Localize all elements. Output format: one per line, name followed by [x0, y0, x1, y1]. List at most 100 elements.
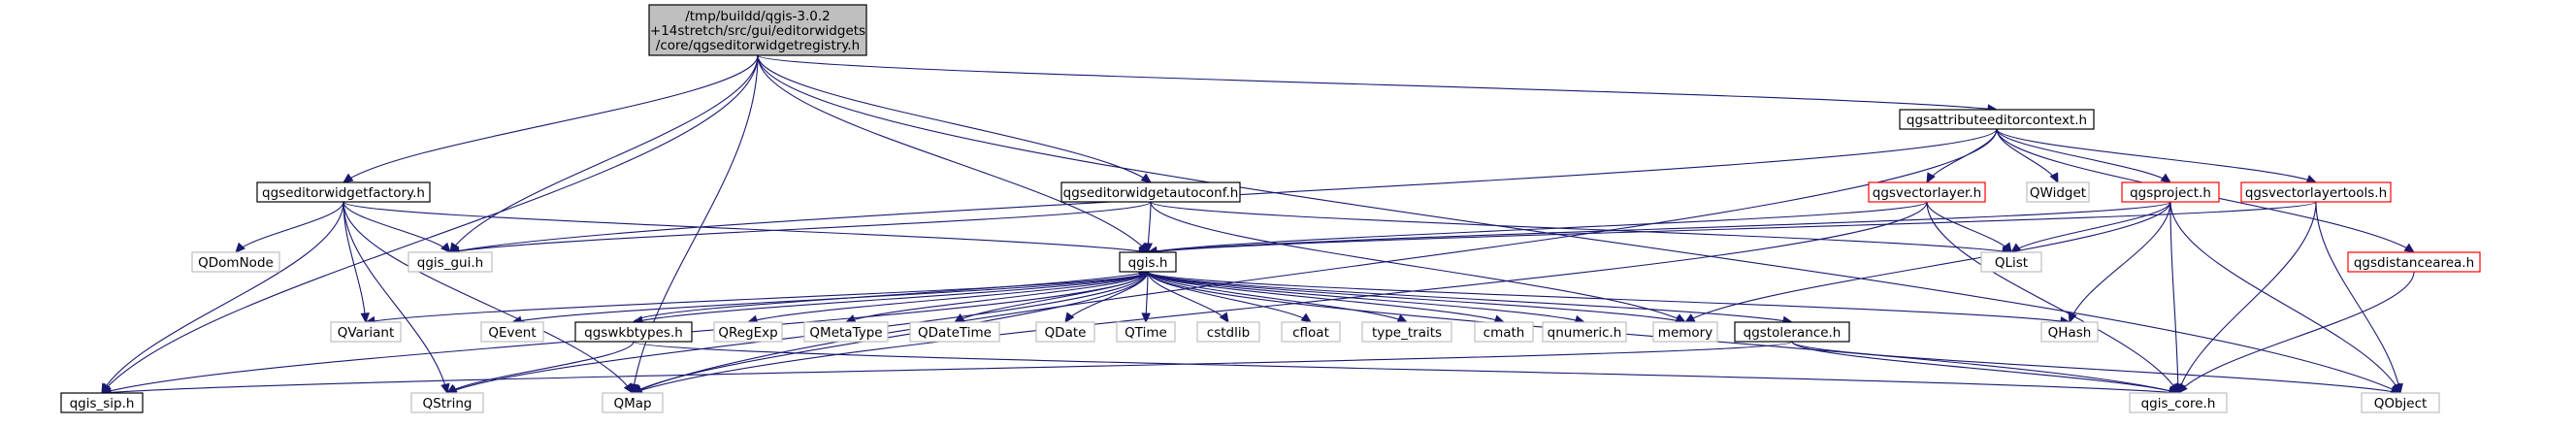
arrowhead-qgseditorwidgetautoconf-to-qgis: [1143, 243, 1154, 254]
node-qlist[interactable]: QList: [1980, 251, 2042, 273]
node-label-qgsdistancearea: qgsdistancearea.h: [2354, 255, 2474, 271]
node-qgis[interactable]: qgis.h: [1119, 251, 1177, 273]
edge-qgsproject-to-qgis_core: [2169, 201, 2179, 394]
node-qgseditorwidgetautoconf[interactable]: qgseditorwidgetautoconf.h: [1060, 181, 1241, 203]
node-label-qdatetime: QDateTime: [918, 325, 992, 341]
node-cmath[interactable]: cmath: [1474, 321, 1534, 343]
node-cfloat[interactable]: cfloat: [1281, 321, 1341, 343]
node-qdatetime[interactable]: QDateTime: [909, 321, 1000, 343]
edge-qgstolerance-to-qobject: [1791, 341, 2401, 394]
arrowhead-qgsattributeeditorcontext-to-qwidget: [2049, 172, 2059, 184]
node-qdomnode[interactable]: QDomNode: [191, 251, 280, 273]
node-qwidget[interactable]: QWidget: [2026, 181, 2090, 203]
arrowhead-root-to-qgseditorwidgetautoconf: [1140, 173, 1152, 183]
node-memory[interactable]: memory: [1652, 321, 1718, 343]
edge-qgsvectorlayertools-to-qgis_core: [2177, 201, 2317, 394]
arrowhead-qgseditorwidgetfactory-to-qdomnode: [235, 242, 245, 253]
node-qgswkbtypes[interactable]: qgswkbtypes.h: [574, 321, 693, 343]
edge-qgsvectorlayer-to-qlist: [1926, 201, 2012, 253]
node-qtime[interactable]: QTime: [1116, 321, 1176, 343]
edge-root-to-qgseditorwidgetautoconf: [757, 54, 1152, 183]
node-box-type_traits: [1361, 321, 1452, 343]
node-label-qregexp: QRegExp: [718, 325, 777, 341]
edge-qgsvectorlayertools-to-qobject: [2315, 201, 2401, 394]
node-label-qgseditorwidgetfactory: qgseditorwidgetfactory.h: [262, 185, 425, 201]
node-label-qlist: QList: [1995, 255, 2028, 271]
edge-root-to-qgis: [757, 54, 1149, 253]
node-box-qgsattributeeditorcontext: [1899, 109, 2095, 130]
arrowhead-qgsvectorlayer-to-qlist: [2002, 242, 2012, 254]
node-qgseditorwidgetfactory[interactable]: qgseditorwidgetfactory.h: [256, 181, 431, 203]
node-qstring[interactable]: QString: [410, 392, 484, 413]
node-label-qwidget: QWidget: [2030, 185, 2086, 201]
edge-qgis-to-cmath: [1147, 271, 1505, 323]
node-qdate[interactable]: QDate: [1035, 321, 1095, 343]
edge-qgis-to-qmetatype: [845, 271, 1149, 323]
edge-qgsproject-to-qlist: [2010, 201, 2171, 253]
node-label-qgis_core: qgis_core.h: [2141, 396, 2216, 411]
node-label-memory: memory: [1658, 325, 1712, 341]
edge-qgsvectorlayer-to-qgis: [1147, 201, 1928, 253]
node-label-qvariant: QVariant: [338, 325, 395, 341]
arrowhead-qgis-to-qdate: [1064, 312, 1075, 324]
edge-qgis-to-qgstolerance: [1147, 271, 1793, 323]
edge-qgis-to-qvariant: [365, 271, 1149, 323]
node-qgsproject[interactable]: qgsproject.h: [2121, 181, 2220, 203]
node-qgsvectorlayer[interactable]: qgsvectorlayer.h: [1868, 181, 1986, 203]
node-label-qgstolerance: qgstolerance.h: [1744, 325, 1842, 341]
node-qobject[interactable]: QObject: [2361, 392, 2440, 413]
edge-qgswkbtypes-to-qstring: [446, 341, 635, 394]
edge-qgsproject-to-qobject: [2169, 201, 2401, 394]
edge-qgsproject-to-memory: [1684, 201, 2171, 323]
node-box-cstdlib: [1196, 321, 1260, 343]
edge-qgis-to-memory: [1147, 271, 1686, 323]
node-qgsvectorlayertools[interactable]: qgsvectorlayertools.h: [2240, 181, 2392, 203]
node-qgis_core[interactable]: qgis_core.h: [2129, 392, 2228, 413]
edge-qgis-to-qnumeric: [1147, 271, 1585, 323]
arrowhead-qgsproject-to-qhash: [2068, 312, 2077, 324]
arrowhead-qgsattributeeditorcontext-to-qgsdistancearea: [2403, 243, 2416, 253]
edge-root-to-qobject: [757, 54, 2401, 394]
node-qevent[interactable]: QEvent: [480, 321, 544, 343]
edge-qgswkbtypes-to-qgis: [633, 271, 1149, 323]
node-qnumeric[interactable]: qnumeric.h: [1542, 321, 1627, 343]
arrowhead-qgseditorwidgetfactory-to-qstring: [440, 382, 450, 395]
node-qgsattributeeditorcontext[interactable]: qgsattributeeditorcontext.h: [1899, 109, 2095, 130]
node-box-qgstolerance: [1734, 321, 1850, 343]
node-qvariant[interactable]: QVariant: [330, 321, 402, 343]
edge-qgis-to-qgswkbtypes: [633, 271, 1149, 323]
arrowhead-root-to-qgseditorwidgetfactory: [342, 173, 354, 183]
node-box-qgis_sip: [60, 392, 144, 413]
node-cstdlib[interactable]: cstdlib: [1196, 321, 1260, 343]
node-box-qgseditorwidgetfactory: [256, 181, 431, 203]
edge-root-to-qgsattributeeditorcontext: [757, 54, 1998, 111]
node-root[interactable]: /tmp/buildd/qgis-3.0.2+14stretch/src/gui…: [648, 4, 867, 56]
node-box-cfloat: [1281, 321, 1341, 343]
edge-qgsattributeeditorcontext-to-qgis_gui: [449, 128, 1998, 253]
node-label-qgis_gui: qgis_gui.h: [417, 255, 483, 271]
node-qhash[interactable]: QHash: [2040, 321, 2099, 343]
node-box-qgswkbtypes: [574, 321, 693, 343]
node-qgsdistancearea[interactable]: qgsdistancearea.h: [2347, 251, 2481, 273]
node-qmap[interactable]: QMap: [602, 392, 664, 413]
arrowhead-qgis-to-cfloat: [1300, 312, 1312, 323]
node-qregexp[interactable]: QRegExp: [713, 321, 783, 343]
edge-qgsattributeeditorcontext-to-qmap: [632, 128, 1998, 394]
node-label-qgis_sip: qgis_sip.h: [70, 396, 135, 411]
edge-qgseditorwidgetautoconf-to-qlist: [1150, 201, 2012, 253]
node-box-qwidget: [2026, 181, 2090, 203]
node-qgis_sip[interactable]: qgis_sip.h: [60, 392, 144, 413]
node-label-qmap: QMap: [613, 396, 651, 411]
node-qgis_gui[interactable]: qgis_gui.h: [408, 251, 493, 273]
node-type_traits[interactable]: type_traits: [1361, 321, 1452, 343]
node-qmetatype[interactable]: QMetaType: [803, 321, 889, 343]
node-box-qgis: [1119, 251, 1177, 273]
node-qgstolerance[interactable]: qgstolerance.h: [1734, 321, 1850, 343]
node-box-qobject: [2361, 392, 2440, 413]
edge-qgstolerance-to-qgis_core: [1791, 341, 2179, 394]
node-box-qgsvectorlayertools: [2240, 181, 2392, 203]
node-box-qregexp: [713, 321, 783, 343]
arrowhead-qgis-to-cstdlib: [1219, 312, 1229, 324]
nodes-layer: /tmp/buildd/qgis-3.0.2+14stretch/src/gui…: [60, 4, 2481, 413]
edge-qgseditorwidgetfactory-to-qmap: [342, 201, 634, 394]
